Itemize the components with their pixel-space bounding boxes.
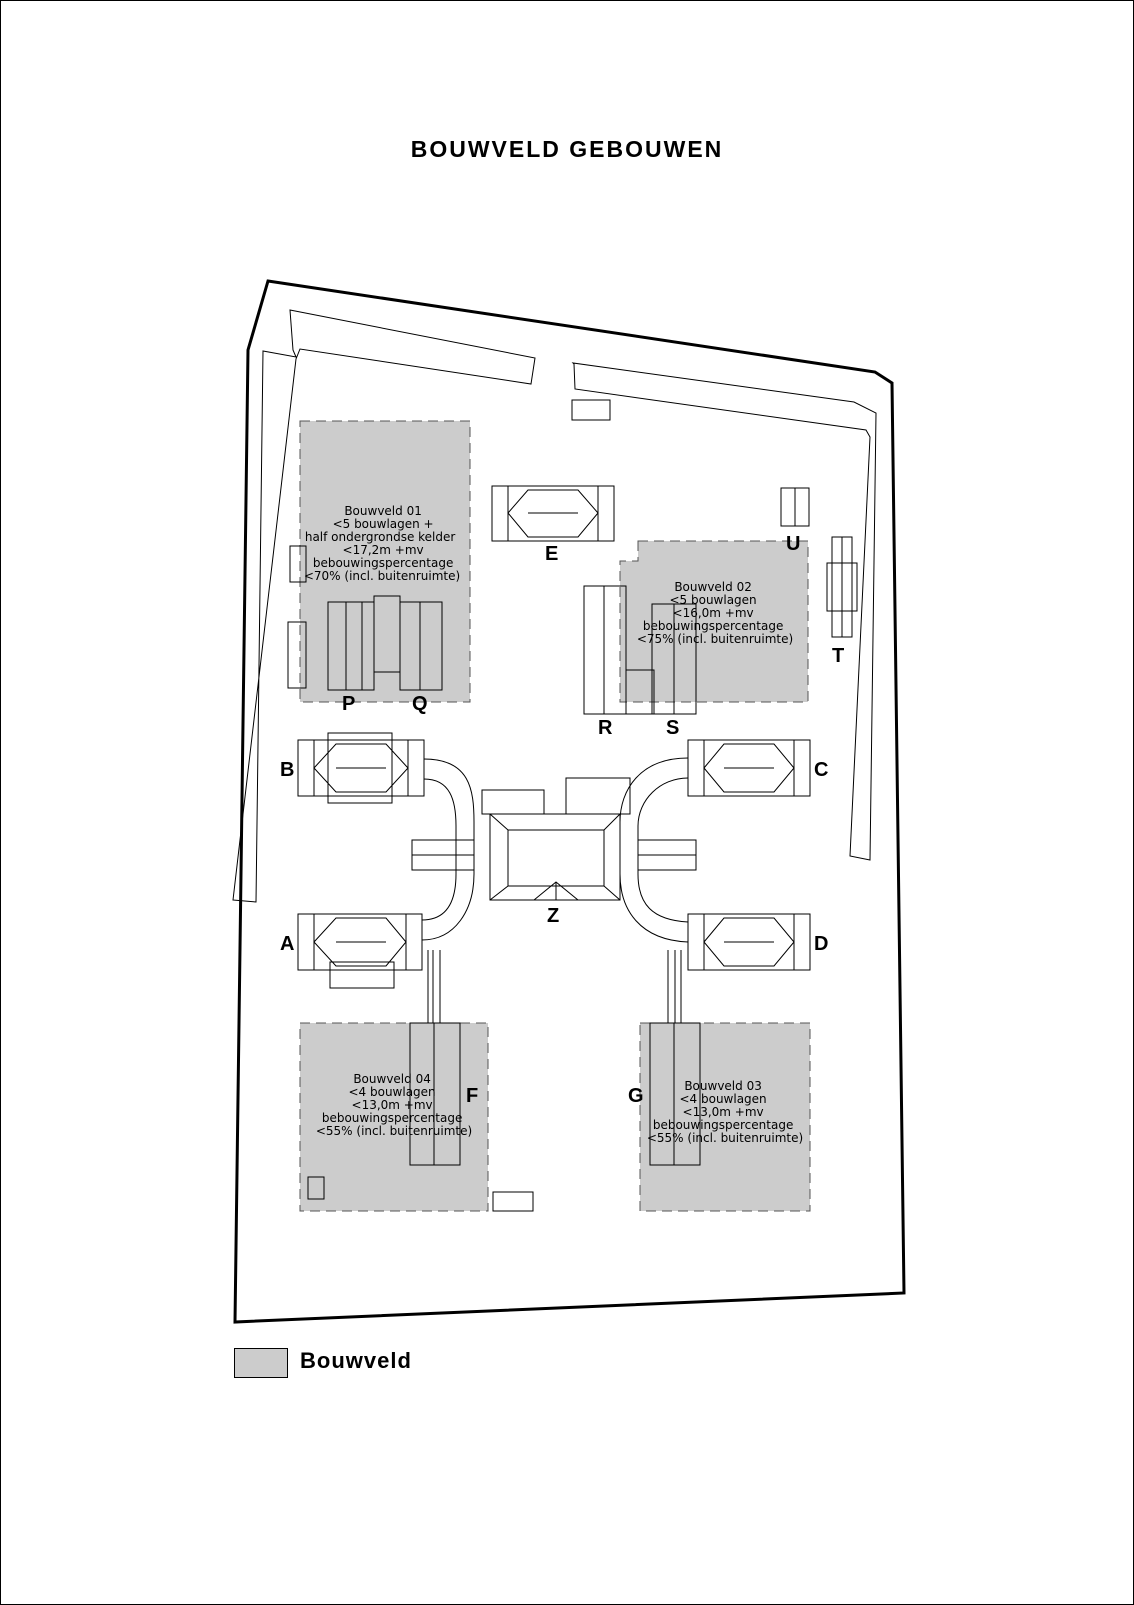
label-d: D	[814, 933, 828, 955]
label-s: S	[666, 717, 679, 739]
bouwveld-02-line: bebouwingspercentage	[643, 619, 784, 633]
shed-south	[492, 1191, 534, 1212]
building-b	[297, 732, 425, 804]
site-boundary	[233, 279, 906, 1324]
bouwveld-03-line: <13,0m +mv	[683, 1105, 764, 1119]
bouwveld-03-area	[639, 1022, 811, 1212]
bouwveld-03-line: bebouwingspercentage	[653, 1118, 794, 1132]
building-z	[411, 777, 697, 901]
shed-west-1	[289, 545, 307, 583]
bouwveld-03-line: <55% (incl. buitenruimte)	[647, 1131, 803, 1145]
building-t	[826, 536, 858, 638]
bouwveld-02-line: <5 bouwlagen	[669, 593, 756, 607]
bouwveld-04-area	[299, 1022, 489, 1212]
bouwveld-02-area	[619, 540, 809, 703]
bouwveld-02-line: <75% (incl. buitenruimte)	[637, 632, 793, 646]
label-g: G	[628, 1085, 644, 1107]
building-g	[649, 950, 701, 1166]
bouwveld-01-line: bebouwingspercentage	[313, 556, 454, 570]
label-t: T	[832, 645, 844, 667]
bouwveld-03-text: Bouwveld 03 <4 bouwlagen <13,0m +mv bebo…	[647, 1079, 803, 1145]
site-path	[232, 309, 536, 903]
building-rs	[583, 585, 697, 715]
bouwveld-04-line: <55% (incl. buitenruimte)	[316, 1124, 472, 1138]
building-u	[780, 487, 810, 527]
shed-f	[307, 1176, 325, 1200]
shed-north	[571, 399, 611, 421]
bouwveld-01-text: Bouwveld 01 <5 bouwlagen + half ondergro…	[304, 504, 460, 583]
building-c	[687, 739, 811, 797]
label-z: Z	[547, 905, 559, 927]
building-pq	[327, 595, 443, 691]
label-f: F	[466, 1085, 478, 1107]
shed-west-2	[287, 621, 307, 689]
bouwveld-04-line: Bouwveld 04	[353, 1072, 431, 1086]
bouwveld-04-line: bebouwingspercentage	[322, 1111, 463, 1125]
building-f	[409, 950, 461, 1166]
legend-label: Bouwveld	[300, 1348, 412, 1373]
corridor-nw	[421, 758, 475, 941]
label-a: A	[280, 933, 294, 955]
building-e	[491, 485, 615, 542]
bouwveld-02-line: <16,0m +mv	[673, 606, 754, 620]
bouwveld-01-line: <17,2m +mv	[343, 543, 424, 557]
building-d	[687, 913, 811, 971]
bouwveld-01-line: half ondergrondse kelder	[305, 530, 456, 544]
legend-swatch	[234, 1348, 288, 1378]
label-c: C	[814, 759, 828, 781]
bouwveld-03-line: Bouwveld 03	[684, 1079, 762, 1093]
building-a	[297, 913, 423, 989]
bouwveld-04-text: Bouwveld 04 <4 bouwlagen <13,0m +mv bebo…	[316, 1072, 472, 1138]
bouwveld-01-line: <5 bouwlagen +	[333, 517, 434, 531]
bouwveld-03-line: <4 bouwlagen	[679, 1092, 766, 1106]
label-r: R	[598, 717, 613, 739]
label-q: Q	[412, 693, 428, 715]
bouwveld-04-line: <4 bouwlagen	[348, 1085, 435, 1099]
label-b: B	[280, 759, 294, 781]
bouwveld-04-line: <13,0m +mv	[352, 1098, 433, 1112]
label-e: E	[545, 543, 558, 565]
bouwveld-01-line: <70% (incl. buitenruimte)	[304, 569, 460, 583]
site-path-east	[571, 362, 877, 861]
bouwveld-01-line: Bouwveld 01	[344, 504, 422, 518]
label-u: U	[786, 533, 800, 555]
bouwveld-02-line: Bouwveld 02	[674, 580, 752, 594]
map-title: BOUWVELD GEBOUWEN	[410, 136, 724, 162]
label-p: P	[342, 693, 355, 715]
bouwveld-02-text: Bouwveld 02 <5 bouwlagen <16,0m +mv bebo…	[637, 580, 793, 646]
